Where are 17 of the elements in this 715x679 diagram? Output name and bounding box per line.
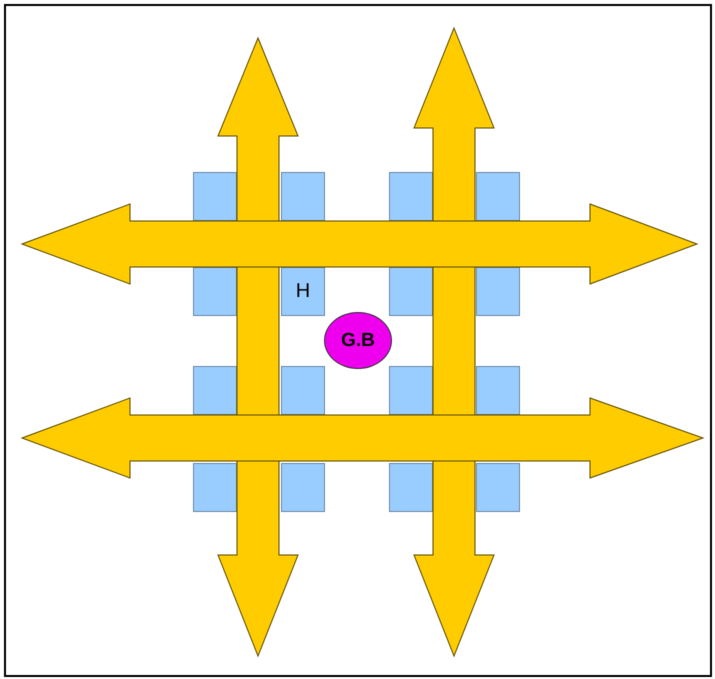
block-square [281,366,325,415]
block-square [389,366,433,415]
block-square [476,267,520,316]
block-square [476,463,520,512]
block-square [281,172,325,221]
block-square [476,366,520,415]
block-square [281,463,325,512]
block-square [476,172,520,221]
block-square [193,172,237,221]
block-square [193,366,237,415]
block-square [193,267,237,316]
block-square [389,172,433,221]
block-square: H [281,267,325,316]
block-square [389,463,433,512]
ellipse-node: G.B [324,312,392,369]
block-square [193,463,237,512]
block-square [389,267,433,316]
